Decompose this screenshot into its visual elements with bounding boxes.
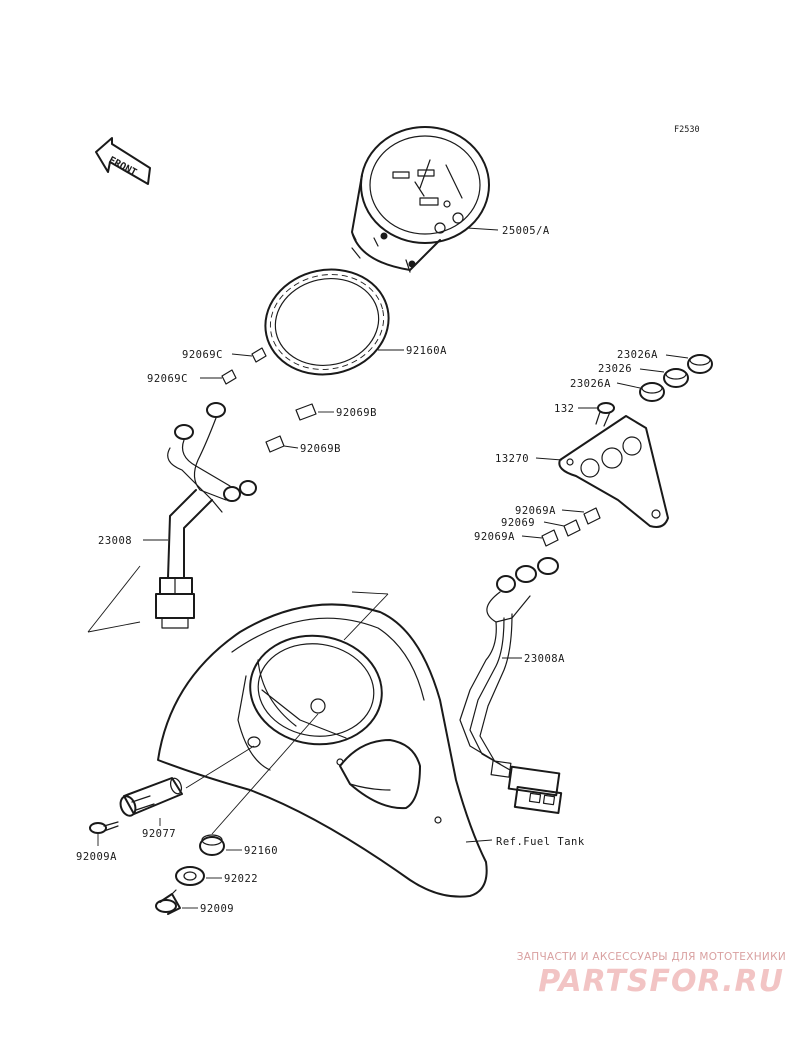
meter-assembly [351, 126, 490, 273]
trip-knob [119, 777, 183, 817]
grommet-92160 [199, 834, 225, 856]
part-label-92077: 92077 [142, 828, 176, 840]
part-label-92069a: 92069A [515, 505, 556, 517]
part-label-92160a: 92160A [406, 345, 447, 357]
part-label-ref-fuel-tank: Ref.Fuel Tank [496, 836, 585, 848]
part-label-23026a: 23026A [617, 349, 658, 361]
part-label-92160: 92160 [244, 845, 278, 857]
part-label-13270: 13270 [495, 453, 529, 465]
gasket-ring [264, 268, 390, 376]
part-label-92009: 92009 [200, 903, 234, 915]
part-label-92069c: 92069C [182, 349, 223, 361]
bulb-holders-right [541, 507, 601, 547]
indicator-bulbs-right [639, 354, 713, 402]
part-label-25005a: 25005/A [502, 225, 550, 237]
screw-92009a [89, 821, 119, 834]
part-label-92022: 92022 [224, 873, 258, 885]
part-label-92069c: 92069C [147, 373, 188, 385]
bolt-92009 [155, 889, 181, 915]
part-label-23008: 23008 [98, 535, 132, 547]
part-label-92009a: 92009A [76, 851, 117, 863]
part-label-23026a: 23026A [570, 378, 611, 390]
part-label-132: 132 [554, 403, 574, 415]
part-label-23008a: 23008A [524, 653, 565, 665]
collar-92022 [175, 866, 205, 886]
front-arrow: FRONT [95, 137, 151, 185]
wiring-harness-left [155, 402, 257, 629]
wiring-harness-right [459, 557, 563, 814]
watermark-logo: PARTSFOR.RU [538, 964, 784, 999]
part-label-92069b: 92069B [300, 443, 341, 455]
left-bulbs [221, 347, 317, 453]
meter-bracket [558, 415, 669, 528]
part-label-23026: 23026 [598, 363, 632, 375]
part-label-92069b: 92069B [336, 407, 377, 419]
part-label-92069a: 92069A [474, 531, 515, 543]
diagram-code: F2530 [674, 125, 700, 135]
fuel-tank-cover [157, 603, 488, 898]
screw-132 [595, 402, 615, 427]
part-label-92069: 92069 [501, 517, 535, 529]
watermark-subtitle: ЗАПЧАСТИ И АКСЕССУАРЫ ДЛЯ МОТОТЕХНИКИ [516, 951, 786, 963]
